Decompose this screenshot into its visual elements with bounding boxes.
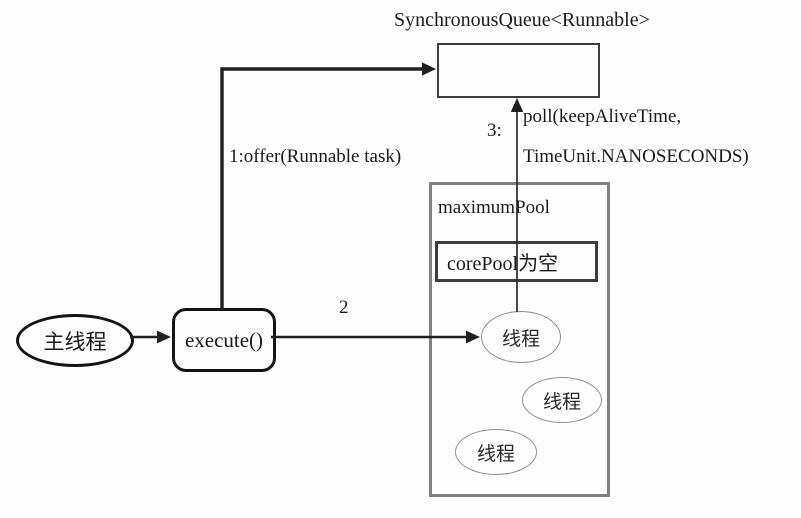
- core-pool-box: corePool为空: [435, 241, 598, 282]
- thread-2-label: 线程: [542, 391, 581, 413]
- thread-1-label: 线程: [501, 328, 540, 350]
- main-thread-node: 主线程: [16, 314, 134, 367]
- step3-arrow-label: 3:: [487, 120, 502, 141]
- queue-title: SynchronousQueue<Runnable>: [394, 9, 650, 31]
- execute-node: execute(): [172, 308, 276, 372]
- poll-args-line1: poll(keepAliveTime,: [523, 106, 682, 127]
- main-thread-label: 主线程: [43, 329, 107, 354]
- offer-arrow: [220, 62, 436, 310]
- thread-node-1: 线程: [481, 311, 561, 363]
- offer-arrow-label: 1:offer(Runnable task): [229, 146, 402, 167]
- thread-node-3: 线程: [455, 429, 537, 475]
- thread-3-label: 线程: [476, 443, 515, 465]
- synchronous-queue-box: [437, 43, 600, 98]
- poll-args-line2: TimeUnit.NANOSECONDS): [523, 146, 749, 167]
- main-to-execute-arrow: [130, 330, 171, 344]
- execute-label: execute(): [184, 327, 264, 352]
- step2-arrow-label: 2: [339, 297, 349, 318]
- maximum-pool-label: maximumPool: [438, 197, 550, 218]
- thread-node-2: 线程: [522, 377, 602, 423]
- core-pool-label: corePool为空: [447, 253, 559, 275]
